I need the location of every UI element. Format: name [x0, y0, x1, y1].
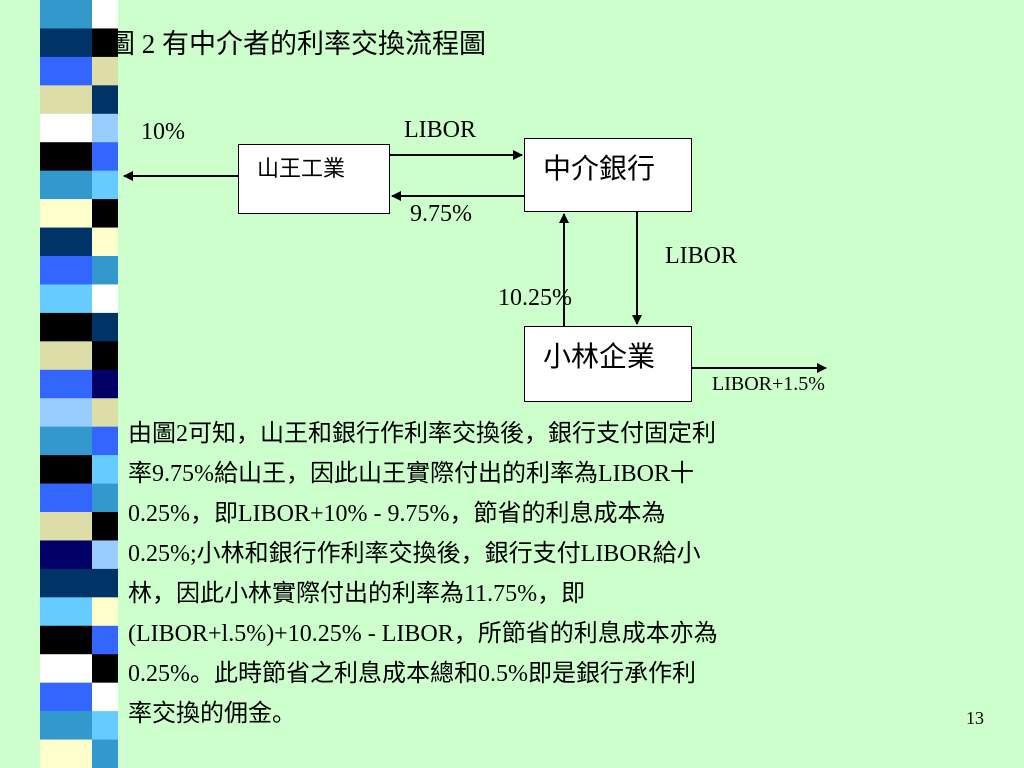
stripe-block [92, 398, 118, 428]
paragraph-line: 由圖2可知，山王和銀行作利率交換後，銀行支付固定利 [128, 421, 716, 447]
stripe-block [92, 56, 118, 86]
stripe-block [92, 85, 118, 115]
stripe-block [40, 455, 92, 485]
paragraph-line: 0.25%，即LIBOR+10% - 9.75%，節省的利息成本為 [128, 501, 666, 527]
stripe-block [40, 682, 92, 712]
label-libor-right: LIBOR [665, 243, 737, 269]
stripe-block [40, 711, 92, 741]
stripe-block [92, 284, 118, 314]
label-rate-10: 10% [141, 119, 185, 145]
stripe-block [40, 85, 92, 115]
stripe-block [92, 625, 118, 655]
stripe-block [40, 568, 92, 598]
stripe-block [40, 28, 92, 58]
stripe-block [92, 426, 118, 456]
stripe-block [92, 455, 118, 485]
paragraph-line: (LIBOR+l.5%)+10.25% - LIBOR，所節省的利息成本亦為 [128, 621, 718, 647]
stripe-block [92, 597, 118, 627]
stripe-block [40, 398, 92, 428]
stripe-block [40, 0, 92, 29]
box-xiaolin-label: 小林企業 [543, 342, 656, 373]
stripe-block [40, 170, 92, 200]
stripe-block [40, 369, 92, 399]
explanation-paragraph: 由圖2可知，山王和銀行作利率交換後，銀行支付固定利 率9.75%給山王，因此山王… [128, 414, 978, 734]
stripe-block [92, 170, 118, 200]
stripe-block [40, 426, 92, 456]
stripe-block [40, 312, 92, 342]
stripe-block [40, 341, 92, 371]
stripe-block [92, 142, 118, 172]
box-bank: 中介銀行 [524, 138, 692, 212]
stripe-block [40, 654, 92, 684]
stripe-block [40, 113, 92, 143]
box-sanwang-label: 山王工業 [257, 156, 346, 181]
stripe-block [92, 369, 118, 399]
stripe-block [40, 142, 92, 172]
stripe-block [40, 512, 92, 541]
stripe-block [40, 739, 92, 768]
stripe-block [92, 312, 118, 342]
box-sanwang: 山王工業 [238, 144, 390, 214]
slide-title: 圖 2 有中介者的利率交換流程圖 [108, 29, 486, 59]
stripe-block [92, 28, 118, 58]
stripe-block [92, 654, 118, 684]
stripe-block [40, 256, 92, 285]
label-libor-top: LIBOR [404, 117, 476, 143]
label-libor-plus: LIBOR+1.5% [712, 373, 825, 395]
stripe-block [92, 256, 118, 285]
stripe-block [92, 483, 118, 513]
stripe-block [92, 341, 118, 371]
stripe-block [92, 739, 118, 768]
paragraph-line: 0.25%。此時節省之利息成本總和0.5%即是銀行承作利 [128, 661, 696, 687]
paragraph-line: 率9.75%給山王，因此山王實際付出的利率為LIBOR十 [128, 461, 694, 487]
stripe-block [40, 540, 92, 570]
stripe-graphic [40, 0, 118, 768]
stripe-block [92, 227, 118, 257]
stripe-block [40, 483, 92, 513]
stripe-block [40, 284, 92, 314]
stripe-block [92, 0, 118, 29]
paragraph-line: 率交換的佣金。 [128, 701, 296, 727]
stripe-block [92, 682, 118, 712]
stripe-block [92, 540, 118, 570]
stripe-block [40, 597, 92, 627]
stripe-block [40, 199, 92, 229]
stripe-block [92, 512, 118, 541]
page-number: 13 [966, 708, 984, 728]
paragraph-line: 林，因此小林實際付出的利率為11.75%，即 [128, 581, 586, 607]
label-rate-1025: 10.25% [498, 285, 572, 311]
decorative-stripe-bar [0, 0, 118, 768]
box-xiaolin: 小林企業 [524, 326, 692, 402]
stripe-block [92, 568, 118, 598]
stripe-block [92, 199, 118, 229]
stripe-block [40, 56, 92, 86]
stripe-block [40, 227, 92, 257]
stripe-block [40, 625, 92, 655]
label-rate-975: 9.75% [410, 201, 472, 227]
box-bank-label: 中介銀行 [543, 154, 656, 185]
stripe-block [92, 113, 118, 143]
paragraph-line: 0.25%;小林和銀行作利率交換後，銀行支付LIBOR給小 [128, 541, 701, 567]
stripe-block [92, 711, 118, 741]
